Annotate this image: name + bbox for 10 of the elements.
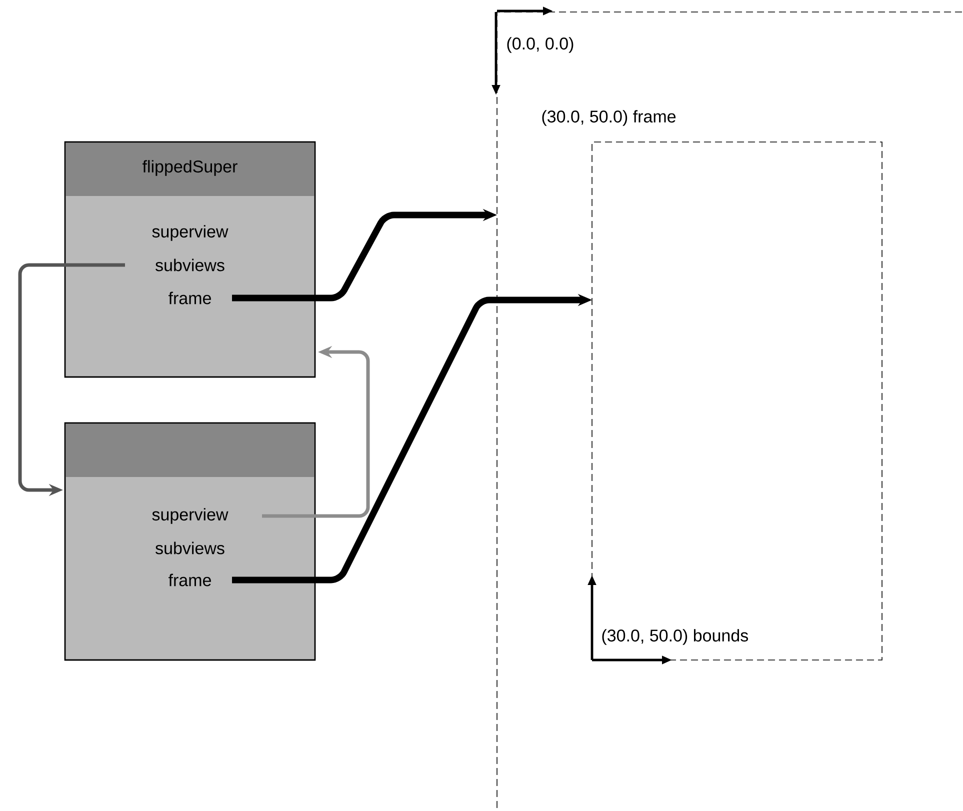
label-text: subviews — [156, 542, 224, 554]
label-text: (0.0, 0.0) — [507, 37, 574, 53]
label-text: superview — [152, 508, 228, 524]
label-text: superview — [152, 225, 228, 241]
label-text: (30.0, 50.0) bounds — [602, 629, 748, 645]
label-text: frame — [168, 574, 211, 586]
label-text: frame — [168, 292, 211, 304]
label-text: (30.0, 50.0) frame — [542, 110, 676, 126]
label-text: flippedSuper — [142, 160, 238, 176]
label-text: subviews — [156, 258, 224, 272]
